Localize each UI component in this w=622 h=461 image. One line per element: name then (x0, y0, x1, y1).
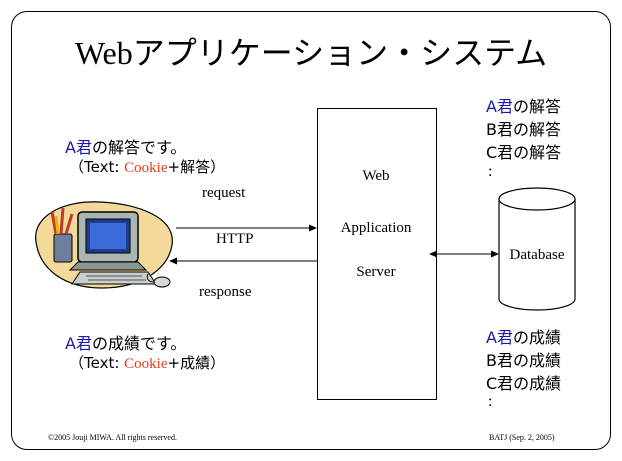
slide-title: Webアプリケーション・システム (74, 35, 548, 71)
payload-paren-open: （Text: (69, 158, 125, 176)
grade-cookie-label: Cookie (124, 356, 168, 372)
database-cylinder-icon (498, 187, 576, 311)
grade-list-ellipsis: : (488, 393, 493, 410)
slide: Webアプリケーション・システム A君の解答です。 （Text: Cookie+… (11, 11, 611, 450)
footer-copyright: ©2005 Jouji MIWA. All rights reserved. (48, 433, 177, 442)
request-arrow (176, 224, 317, 232)
client-answer-text: の解答です。 (91, 138, 187, 157)
grade-list-item-a: A君の成績 (486, 324, 561, 348)
database-label: Database (509, 247, 565, 263)
answer-a-name: A君 (486, 97, 513, 116)
client-name: A君 (65, 138, 92, 157)
response-arrow (169, 257, 317, 265)
server-label-line1: Web (362, 168, 390, 184)
computer-clipart-icon (35, 201, 173, 289)
answer-list-item-c: C君の解答 (486, 143, 562, 162)
client-grade-payload: （Text: Cookie+成績） (69, 352, 225, 373)
grade-list-item-c: C君の成績 (486, 374, 562, 393)
http-label: HTTP (216, 231, 254, 247)
answer-list-item-a: A君の解答 (486, 93, 561, 117)
web-application-server (317, 108, 437, 400)
grade-a-text: の成績 (512, 328, 561, 347)
footer-event: BATJ (Sep. 2, 2005) (489, 433, 555, 442)
answer-list-ellipsis: : (488, 163, 493, 180)
server-database-arrow (429, 250, 499, 258)
grade-payload-plus-label: +成績） (167, 354, 226, 372)
server-label-line3: Server (356, 264, 396, 280)
client-grade-text: の成績です。 (91, 334, 187, 353)
cookie-label: Cookie (124, 160, 168, 176)
request-label: request (202, 185, 246, 201)
response-label: response (199, 284, 252, 300)
client-answer-caption: A君の解答です。 (65, 134, 186, 158)
grade-payload-paren-open: （Text: (69, 354, 125, 372)
client-answer-payload: （Text: Cookie+解答） (69, 156, 225, 177)
payload-plus-label: +解答） (167, 158, 226, 176)
grade-list-item-b: B君の成績 (486, 351, 561, 370)
answer-list-item-b: B君の解答 (486, 120, 561, 139)
client-grade-name: A君 (65, 334, 92, 353)
client-grade-caption: A君の成績です。 (65, 330, 186, 354)
grade-a-name: A君 (486, 328, 513, 347)
server-label-line2: Application (340, 220, 412, 236)
answer-a-text: の解答 (512, 97, 561, 116)
